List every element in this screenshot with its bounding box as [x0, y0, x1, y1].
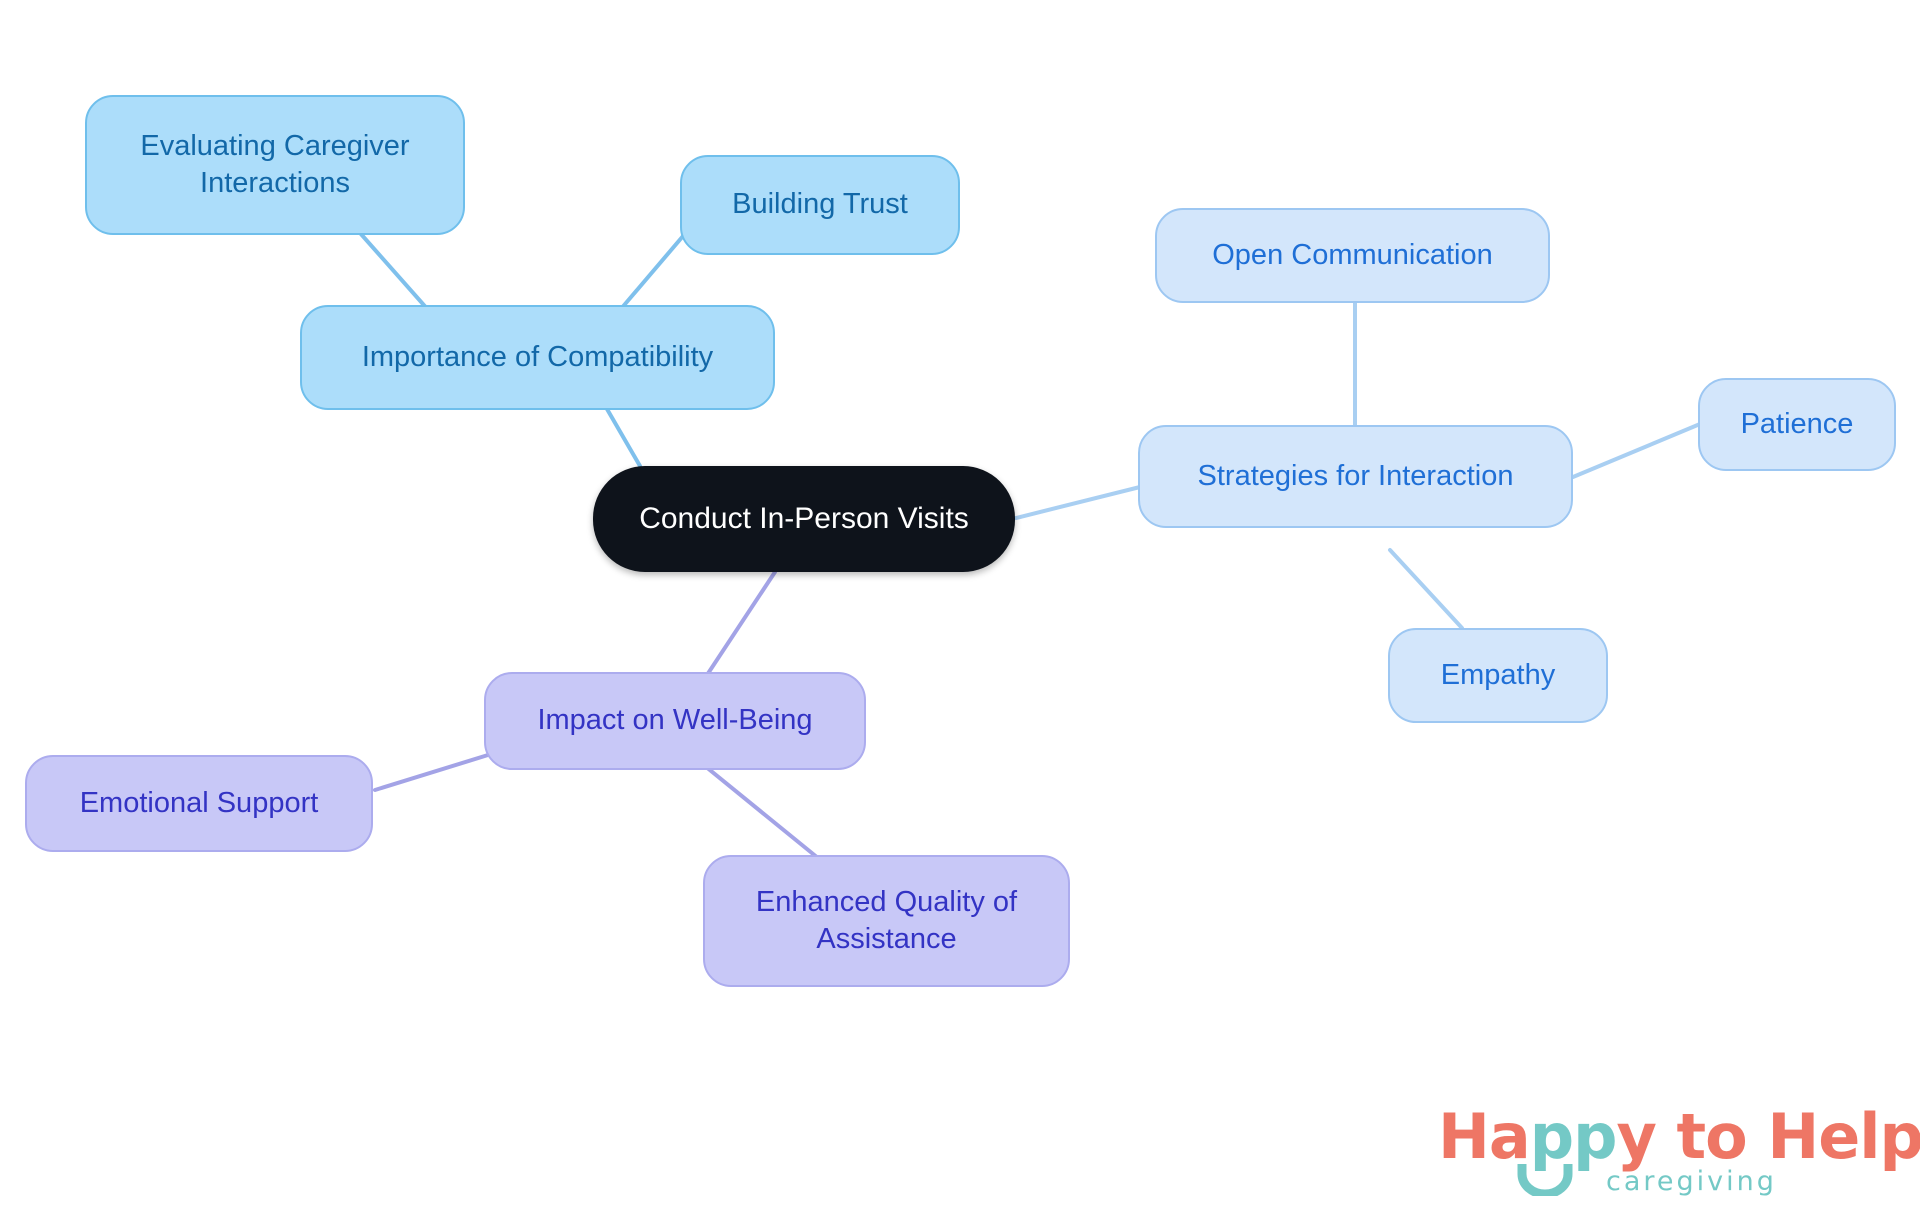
- node-label: Evaluating Caregiver Interactions: [140, 129, 410, 199]
- node-importance-of-compatibility[interactable]: Importance of Compatibility: [300, 305, 775, 410]
- happy-to-help-logo: Happy to Help caregiving: [1438, 1100, 1920, 1208]
- node-evaluating-caregiver-interactions[interactable]: Evaluating Caregiver Interactions: [85, 95, 465, 235]
- node-label: Open Communication: [1212, 238, 1493, 271]
- node-impact-on-well-being[interactable]: Impact on Well-Being: [484, 672, 866, 770]
- node-strategies-for-interaction[interactable]: Strategies for Interaction: [1138, 425, 1573, 528]
- node-patience[interactable]: Patience: [1698, 378, 1896, 471]
- node-label: Empathy: [1440, 658, 1556, 691]
- node-emotional-support[interactable]: Emotional Support: [25, 755, 373, 852]
- logo-word-part-1: Ha: [1438, 1100, 1531, 1173]
- node-empathy[interactable]: Empathy: [1388, 628, 1608, 723]
- logo-wordmark: Happy to Help: [1438, 1100, 1920, 1173]
- edge-root-to-strategies-for-interaction: [1014, 485, 1142, 520]
- edge-impact-to-enhanced-quality-of-assistance: [698, 760, 820, 860]
- node-root-conduct-in-person-visits[interactable]: Conduct In-Person Visits: [593, 466, 1015, 572]
- edge-impact-to-emotional-support: [373, 753, 490, 792]
- node-open-communication[interactable]: Open Communication: [1155, 208, 1550, 303]
- logo-word-part-3: y to Help: [1616, 1100, 1920, 1173]
- node-label: Impact on Well-Being: [537, 704, 813, 737]
- node-label: Building Trust: [732, 188, 908, 221]
- node-label: Importance of Compatibility: [361, 340, 714, 373]
- node-label: Enhanced Quality of Assistance: [755, 885, 1018, 955]
- node-label: Conduct In-Person Visits: [639, 501, 969, 535]
- logo-tagline: caregiving: [1606, 1166, 1777, 1197]
- logo-word-part-2: pp: [1529, 1100, 1618, 1173]
- edge-strategies-to-empathy: [1388, 548, 1464, 630]
- node-enhanced-quality-of-assistance[interactable]: Enhanced Quality of Assistance: [703, 855, 1070, 987]
- edge-root-to-impact-on-well-being: [703, 570, 777, 680]
- smile-icon: [1517, 1164, 1573, 1196]
- node-label: Patience: [1740, 407, 1854, 440]
- edge-strategies-to-patience: [1571, 422, 1702, 479]
- node-building-trust[interactable]: Building Trust: [680, 155, 960, 255]
- node-label: Emotional Support: [79, 786, 319, 819]
- node-label: Strategies for Interaction: [1197, 459, 1514, 492]
